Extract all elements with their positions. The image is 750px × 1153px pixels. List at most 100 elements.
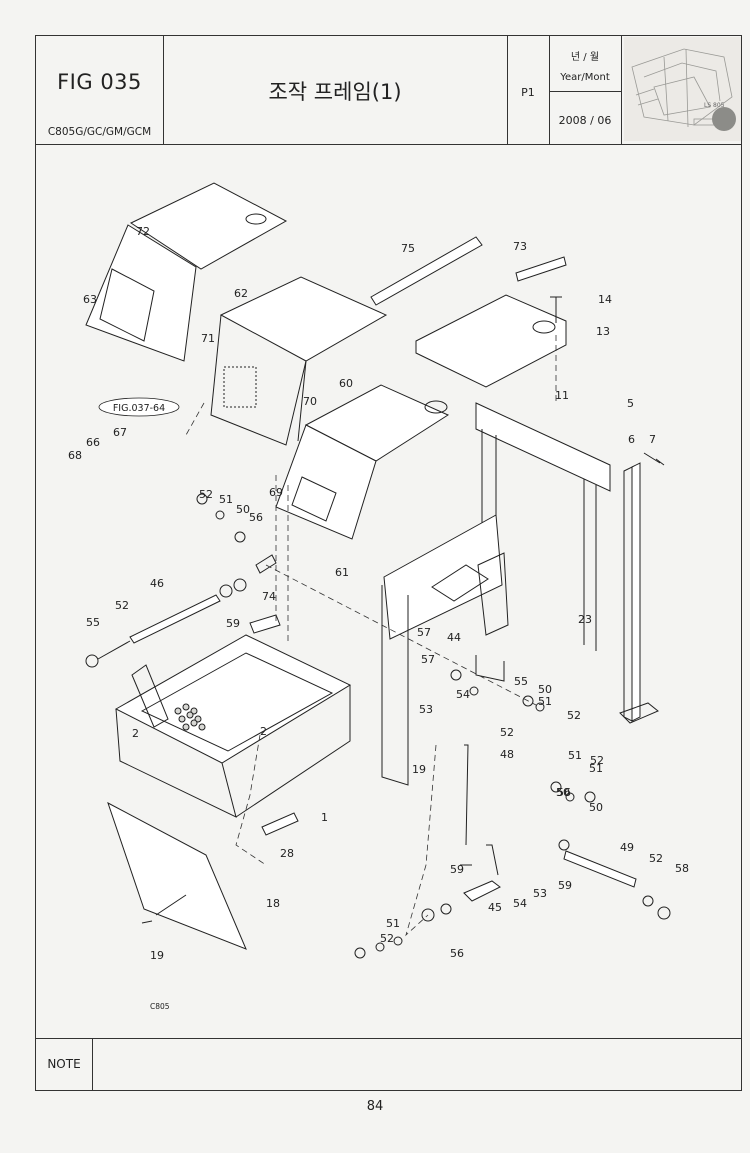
part-label-54: 54 <box>456 688 470 701</box>
part-label-2: 2 <box>260 725 267 738</box>
part-label-14: 14 <box>598 293 612 306</box>
part-6-post <box>631 462 641 722</box>
header-divider <box>36 144 741 145</box>
part-label-1: 1 <box>321 811 328 824</box>
part-label-51: 51 <box>219 493 233 506</box>
part-label-52: 52 <box>567 709 581 722</box>
part-label-45: 45 <box>488 901 502 914</box>
part-14-bolt <box>550 296 562 323</box>
part-label-66: 66 <box>86 436 100 449</box>
part-label-54: 54 <box>513 897 527 910</box>
part-label-50: 50 <box>538 683 552 696</box>
part-label-52: 52 <box>500 726 514 739</box>
part-label-52: 52 <box>649 852 663 865</box>
fig-number: FIG 035 <box>57 70 142 94</box>
page-number: 84 <box>366 1099 384 1114</box>
part-label-51: 51 <box>568 749 582 762</box>
note-label: NOTE <box>47 1057 81 1071</box>
reference-callout: FIG.037-64 <box>113 403 165 414</box>
part-label-2: 2 <box>132 727 139 740</box>
part-label-70: 70 <box>303 395 317 408</box>
year-month-value: 2008 / 06 <box>558 114 612 127</box>
header-col-divider <box>507 36 508 144</box>
part-61-panel <box>275 424 377 540</box>
part-label-44: 44 <box>447 631 461 644</box>
part-49-rod <box>563 850 637 888</box>
part-label-59: 59 <box>226 617 240 630</box>
part-label-75: 75 <box>401 242 415 255</box>
part-46-rod <box>129 594 221 644</box>
part-45-lever <box>463 880 501 902</box>
part-label-56: 56 <box>249 511 263 524</box>
part-label-50: 50 <box>589 801 603 814</box>
part-label-68: 68 <box>68 449 82 462</box>
part-label-50: 50 <box>236 503 250 516</box>
part-74-block <box>249 614 281 634</box>
part-label-67: 67 <box>113 426 127 439</box>
note-divider <box>36 1038 741 1039</box>
part-62-cover <box>219 276 388 362</box>
part-label-57: 57 <box>421 653 435 666</box>
part-label-52: 52 <box>380 932 394 945</box>
part-label-55: 55 <box>514 675 528 688</box>
part-label-57: 57 <box>417 626 431 639</box>
part-11-frame <box>475 402 611 492</box>
header-col-divider <box>163 36 164 144</box>
part-label-49: 49 <box>620 841 634 854</box>
part-label-60: 60 <box>339 377 353 390</box>
part-label-48: 48 <box>500 748 514 761</box>
part-label-69: 69 <box>269 486 283 499</box>
part-label-6: 6 <box>628 433 635 446</box>
part-75-tube <box>370 236 483 306</box>
header-col-divider <box>621 36 622 144</box>
year-month-label-ko: 년 / 월 <box>570 52 600 63</box>
header-col-divider <box>549 36 550 144</box>
part-label-55: 55 <box>86 616 100 629</box>
part-72-cover <box>129 182 288 270</box>
part-label-52: 52 <box>199 488 213 501</box>
part-label-51: 51 <box>589 762 603 775</box>
nut <box>196 493 208 505</box>
part-label-19: 19 <box>150 949 164 962</box>
drawing-frame: FIG 035 C805G/GC/GM/GCM 조작 프레임(1) P1 년 /… <box>35 35 742 1091</box>
part-label-52: 52 <box>115 599 129 612</box>
exploded-parts-diagram: FIG.037-64 12256711131418191923284445464… <box>68 182 689 1011</box>
part-63-panel <box>85 224 197 362</box>
date-divider <box>549 91 621 92</box>
model-code: C805G/GC/GM/GCM <box>47 126 152 138</box>
part-1-base <box>114 634 352 764</box>
part-label-7: 7 <box>649 433 656 446</box>
part-label-62: 62 <box>234 287 248 300</box>
part-label-59: 59 <box>450 863 464 876</box>
part-label-56: 56 <box>450 947 464 960</box>
part-label-61: 61 <box>335 566 349 579</box>
part-label-53: 53 <box>419 703 433 716</box>
part-48-rod <box>464 744 469 846</box>
part-label-59: 59 <box>558 879 572 892</box>
part-label-18: 18 <box>266 897 280 910</box>
svg-text:LS 805: LS 805 <box>704 102 725 109</box>
part-label-58: 58 <box>675 862 689 875</box>
part-label-23: 23 <box>578 613 592 626</box>
part-label-11: 11 <box>555 389 569 402</box>
part-label-19: 19 <box>412 763 426 776</box>
part-label-74: 74 <box>262 590 276 603</box>
page-mark: P1 <box>521 86 535 99</box>
part-label-51: 51 <box>386 917 400 930</box>
part-label-72: 72 <box>136 225 150 238</box>
part-label-53: 53 <box>533 887 547 900</box>
part-13-plate <box>415 294 567 388</box>
part-73-strip <box>515 256 567 282</box>
part-label-46: 46 <box>150 577 164 590</box>
part-label-5: 5 <box>627 397 634 410</box>
page-title: 조작 프레임(1) <box>268 80 402 104</box>
part-label-71: 71 <box>201 332 215 345</box>
note-col-divider <box>92 1038 93 1090</box>
part-label-73: 73 <box>513 240 527 253</box>
machine-thumbnail-image: LS 805 <box>624 37 741 141</box>
part-7-bolt <box>643 452 665 466</box>
part-label-13: 13 <box>596 325 610 338</box>
part-label-51: 51 <box>538 695 552 708</box>
part-label-52: 52 <box>590 754 604 767</box>
